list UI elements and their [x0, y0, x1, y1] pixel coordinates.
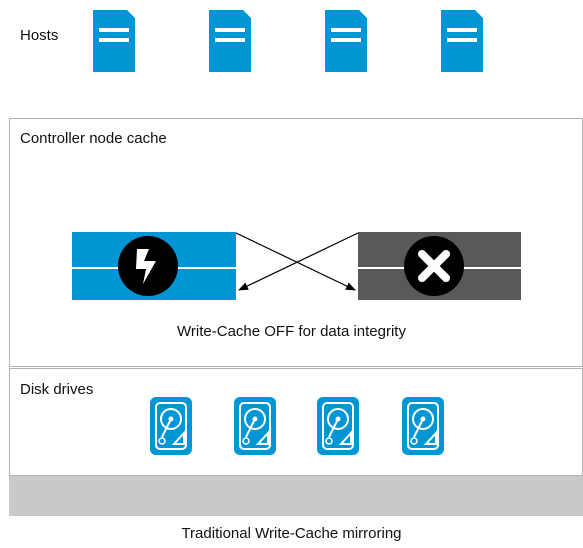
disk-panel-label: Disk drives — [20, 381, 94, 398]
x-icon — [404, 236, 464, 296]
hard-drive-icon — [234, 397, 276, 455]
server-icon — [325, 10, 367, 72]
hard-drive-icon — [402, 397, 444, 455]
footer-band — [9, 476, 583, 516]
mirror-arrow-to-active — [238, 232, 359, 291]
mirror-arrow-to-failed — [235, 232, 356, 291]
server-icon — [209, 10, 251, 72]
hosts-label: Hosts — [20, 27, 59, 44]
controller-panel-label: Controller node cache — [20, 130, 167, 147]
hard-drive-icon — [317, 397, 359, 455]
lightning-icon — [118, 236, 178, 296]
server-icon — [93, 10, 135, 72]
hard-drive-icon — [150, 397, 192, 455]
cache-caption: Write-Cache OFF for data integrity — [177, 323, 406, 340]
server-icon — [441, 10, 483, 72]
diagram-title: Traditional Write-Cache mirroring — [181, 525, 402, 542]
disk-drives-panel — [9, 368, 583, 476]
